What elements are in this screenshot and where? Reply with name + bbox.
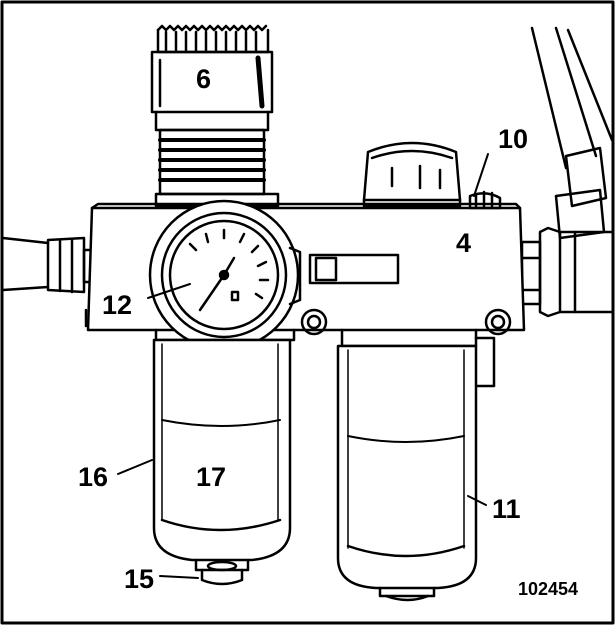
- callout-leaders: [117, 153, 489, 579]
- lubricator-bowl: [336, 328, 496, 602]
- callout-10: 10: [498, 124, 529, 154]
- regulator-adjusting-knob: [150, 24, 280, 208]
- callout-17: 17: [196, 462, 227, 492]
- figure-reference-number: 102454: [518, 579, 579, 599]
- lubricator-fill-cap: [362, 141, 462, 208]
- pressure-gauge: [148, 199, 302, 351]
- callout-16: 16: [78, 462, 109, 492]
- callout-11: 11: [492, 494, 521, 524]
- filter-bowl: [152, 328, 296, 586]
- callout-6: 6: [196, 64, 212, 94]
- right-outlet-pipe: [520, 26, 614, 318]
- callout-15: 15: [124, 564, 155, 594]
- callout-12: 12: [102, 290, 133, 320]
- left-inlet-pipe: [1, 236, 96, 294]
- callout-4: 4: [456, 228, 472, 258]
